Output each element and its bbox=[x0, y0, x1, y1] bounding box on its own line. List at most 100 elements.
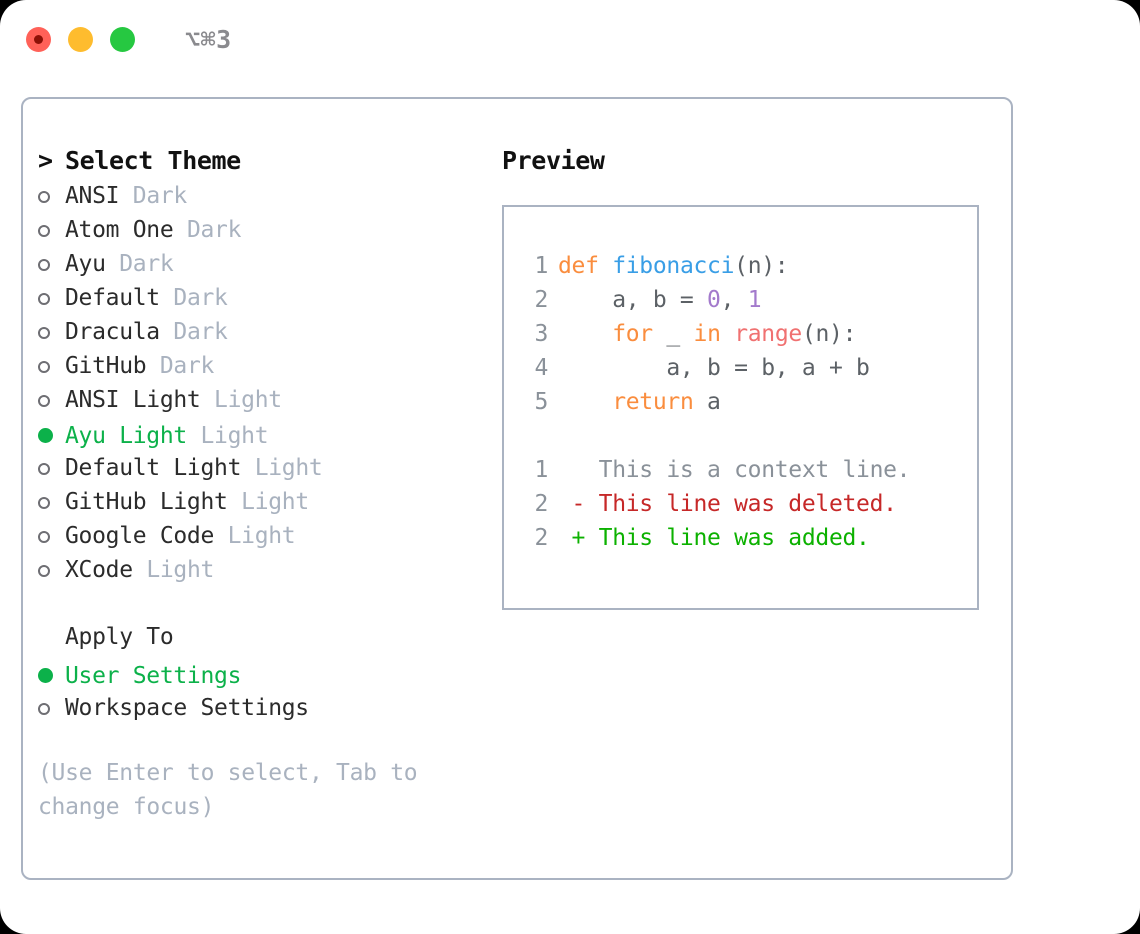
code-token: + This line was added. bbox=[558, 525, 870, 551]
minimize-button[interactable] bbox=[68, 26, 93, 52]
code-token: a, b = b, a + b bbox=[558, 355, 870, 381]
theme-option-label: ANSI bbox=[65, 183, 120, 209]
theme-option-kind: Light bbox=[200, 422, 269, 449]
line-number: 1 bbox=[534, 457, 548, 483]
radio-unselected-icon bbox=[38, 554, 65, 588]
radio-unselected-icon bbox=[38, 214, 65, 248]
radio-unselected-icon bbox=[38, 316, 65, 350]
line-number: 1 bbox=[534, 253, 548, 279]
theme-option-kind: Dark bbox=[119, 251, 174, 277]
radio-unselected-icon bbox=[38, 282, 65, 316]
theme-option-label: Google Code bbox=[65, 523, 215, 549]
radio-dot bbox=[38, 225, 50, 237]
apply-to-option-label: Workspace Settings bbox=[65, 695, 309, 721]
theme-option-kind: Light bbox=[214, 387, 282, 413]
code-token bbox=[558, 321, 612, 347]
code-blank-line bbox=[522, 419, 910, 453]
theme-option-kind: Dark bbox=[173, 319, 228, 345]
code-line: 3 for _ in range(n): bbox=[522, 317, 910, 351]
radio-dot bbox=[38, 531, 50, 543]
select-theme-heading: > Select Theme bbox=[38, 146, 488, 180]
radio-dot bbox=[38, 703, 50, 715]
theme-option-default-light[interactable]: Default Light Light bbox=[38, 452, 488, 486]
theme-option-default[interactable]: Default Dark bbox=[38, 282, 488, 316]
theme-option-ayu[interactable]: Ayu Dark bbox=[38, 248, 488, 282]
theme-option-atom-one[interactable]: Atom One Dark bbox=[38, 214, 488, 248]
select-theme-heading-label: Select Theme bbox=[65, 146, 241, 175]
theme-option-kind: Light bbox=[241, 489, 309, 515]
theme-option-dracula[interactable]: Dracula Dark bbox=[38, 316, 488, 350]
radio-dot bbox=[38, 191, 50, 203]
code-token: , bbox=[720, 287, 748, 313]
theme-option-kind: Light bbox=[254, 455, 323, 481]
code-token: range bbox=[734, 321, 802, 347]
theme-option-kind: Light bbox=[227, 523, 296, 549]
code-token: for bbox=[612, 321, 653, 347]
apply-to-option-user-settings[interactable]: User Settings bbox=[38, 658, 488, 692]
theme-option-label: Default Light bbox=[65, 455, 242, 481]
radio-selected-icon bbox=[38, 418, 65, 452]
code-token: 1 bbox=[747, 287, 762, 313]
apply-to-option-workspace-settings[interactable]: Workspace Settings bbox=[38, 692, 488, 726]
theme-option-google-code[interactable]: Google Code Light bbox=[38, 520, 488, 554]
theme-option-kind: Dark bbox=[186, 217, 242, 243]
title-bar: ⌥⌘3 bbox=[0, 0, 1140, 78]
theme-option-github[interactable]: GitHub Dark bbox=[38, 350, 488, 384]
code-token: _ bbox=[652, 321, 694, 347]
code-token: fibonacci bbox=[612, 253, 735, 279]
window-controls bbox=[26, 26, 135, 52]
theme-option-label: ANSI Light bbox=[65, 387, 201, 413]
code-token: 0 bbox=[707, 287, 721, 313]
diff-line: 2 + This line was added. bbox=[522, 521, 910, 555]
radio-unselected-icon bbox=[38, 180, 65, 214]
radio-unselected-icon bbox=[38, 452, 65, 486]
maximize-button[interactable] bbox=[110, 26, 135, 52]
apply-to-heading: Apply To bbox=[38, 624, 488, 658]
line-number: 2 bbox=[534, 491, 548, 517]
radio-dot bbox=[38, 427, 53, 443]
radio-dot bbox=[38, 293, 50, 305]
line-number: 4 bbox=[534, 355, 548, 381]
theme-option-ansi[interactable]: ANSI Dark bbox=[38, 180, 488, 214]
preview-title: Preview bbox=[502, 146, 605, 175]
theme-option-xcode[interactable]: XCode Light bbox=[38, 554, 488, 588]
theme-option-ansi-light[interactable]: ANSI Light Light bbox=[38, 384, 488, 418]
code-token: This is a context line. bbox=[558, 457, 911, 483]
theme-option-label: Ayu bbox=[65, 251, 106, 277]
code-line: 5 return a bbox=[522, 385, 910, 419]
diff-line: 1 This is a context line. bbox=[522, 453, 910, 487]
theme-option-github-light[interactable]: GitHub Light Light bbox=[38, 486, 488, 520]
theme-option-label: XCode bbox=[65, 557, 133, 583]
radio-dot bbox=[38, 463, 50, 475]
list-spacer bbox=[38, 588, 488, 624]
diff-line: 2 - This line was deleted. bbox=[522, 487, 910, 521]
radio-unselected-icon bbox=[38, 520, 65, 554]
code-token: return bbox=[612, 389, 694, 415]
line-number: 2 bbox=[534, 525, 548, 551]
code-line: 4 a, b = b, a + b bbox=[522, 351, 910, 385]
close-button[interactable] bbox=[26, 26, 51, 52]
radio-unselected-icon bbox=[38, 384, 65, 418]
radio-dot bbox=[38, 259, 50, 271]
code-token: a, b = bbox=[558, 287, 708, 313]
code-token: - This line was deleted. bbox=[558, 491, 897, 517]
apply-to-option-label: User Settings bbox=[65, 662, 242, 689]
line-number: 2 bbox=[534, 287, 548, 313]
radio-dot bbox=[38, 361, 50, 373]
keyboard-hint: (Use Enter to select, Tab to change focu… bbox=[38, 760, 418, 820]
theme-option-label: GitHub bbox=[65, 353, 147, 379]
radio-dot bbox=[38, 327, 50, 339]
code-line: 2 a, b = 0, 1 bbox=[522, 283, 910, 317]
theme-option-kind: Light bbox=[146, 557, 215, 583]
theme-option-kind: Dark bbox=[159, 353, 215, 379]
radio-unselected-icon bbox=[38, 692, 65, 726]
theme-option-ayu-light[interactable]: Ayu Light Light bbox=[38, 418, 488, 452]
apply-to-label: Apply To bbox=[65, 624, 174, 650]
radio-dot bbox=[38, 497, 50, 509]
code-token: def bbox=[558, 253, 613, 279]
